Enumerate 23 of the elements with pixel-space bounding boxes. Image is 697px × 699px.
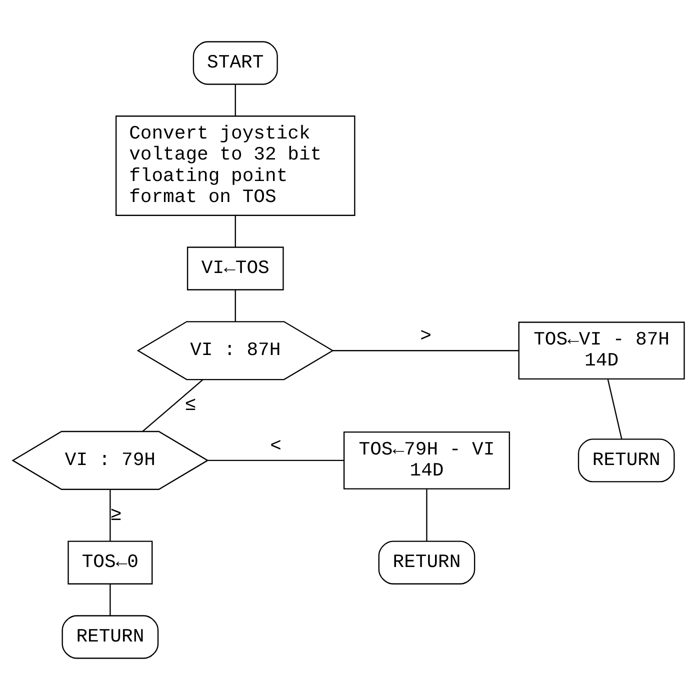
node-box: RETURN — [578, 438, 675, 482]
edge-label: ≤ — [184, 394, 196, 416]
node-box: TOS←VI - 87H 14D — [518, 321, 685, 380]
node-box: RETURN — [62, 614, 159, 658]
connector — [234, 84, 236, 116]
edge-label: ≥ — [110, 503, 122, 526]
connector — [234, 214, 236, 247]
node-box: TOS←79H - VI 14D — [343, 431, 510, 489]
edge-label: < — [270, 434, 282, 456]
node-box: VI←TOS — [186, 246, 284, 290]
connector — [234, 289, 236, 321]
connector — [142, 378, 204, 432]
node-box: RETURN — [378, 540, 476, 584]
connector — [208, 459, 344, 461]
edge-label: > — [420, 324, 432, 346]
node-box: START — [192, 40, 278, 84]
connector — [110, 488, 111, 541]
connector — [607, 378, 622, 439]
node-box: Convert joystick voltage to 32 bit floating point format on TOS — [116, 115, 356, 216]
connector — [426, 488, 428, 541]
connector — [110, 584, 111, 616]
connector — [333, 350, 519, 351]
node-box: TOS←0 — [68, 540, 153, 584]
